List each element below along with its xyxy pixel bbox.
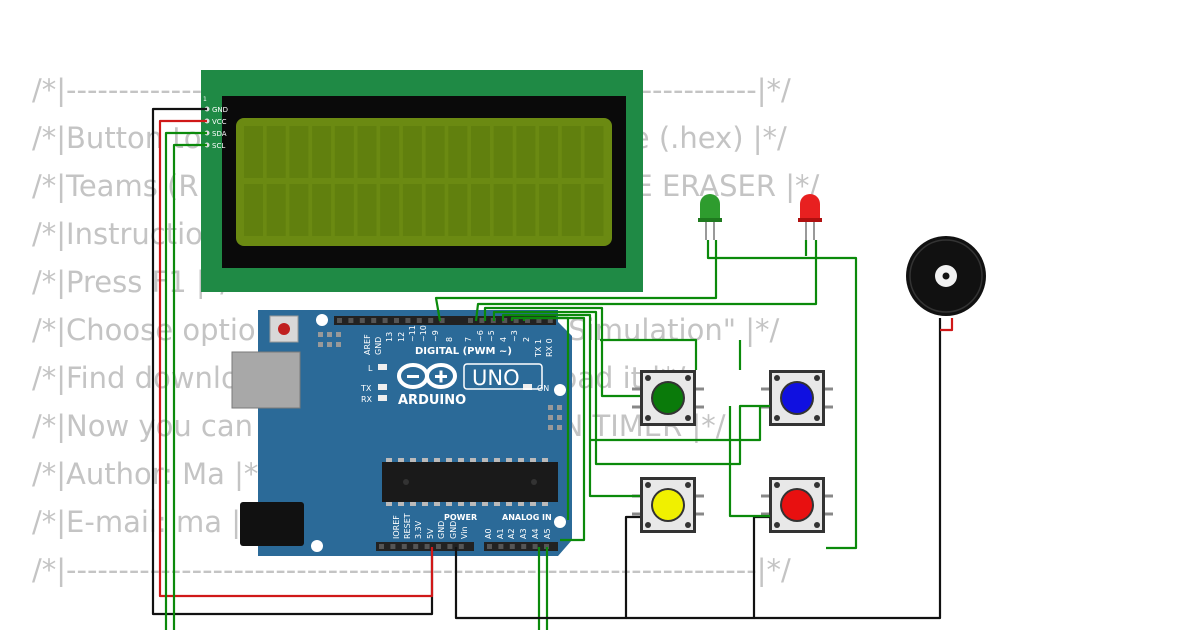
pin-label-8: 8	[445, 337, 454, 342]
pin-label-5: ~5	[487, 330, 496, 342]
pin-label-12: 12	[397, 332, 406, 342]
power-header-label: POWER	[444, 513, 477, 522]
lcd-pin-scl: SCL	[212, 142, 225, 150]
pin-label-gnd-1: GND	[437, 521, 446, 539]
comment-line: /*|E-mail: ma |*/	[32, 505, 266, 539]
pin-label-aref: AREF	[363, 334, 372, 355]
pin-label-9: ~9	[431, 330, 440, 342]
pin-label-a3: A3	[519, 528, 528, 539]
comment-line: /*|-------------------------------------…	[32, 553, 791, 587]
pin-label-tx1: TX 1	[534, 339, 543, 358]
pin-label-ioref: IOREF	[392, 515, 401, 539]
board-led-tx: TX	[360, 384, 372, 393]
pin-label-vin: Vin	[460, 526, 469, 539]
pin-label-6: ~6	[476, 330, 485, 342]
red-led[interactable]	[798, 194, 822, 240]
lcd-pin-sda: SDA	[212, 130, 227, 138]
board-led-rx: RX	[361, 395, 373, 404]
buzzer[interactable]	[906, 236, 986, 316]
lcd-display[interactable]	[201, 70, 643, 292]
pin-label-a1: A1	[496, 528, 505, 539]
pin-label-a4: A4	[531, 528, 540, 539]
pin-label-7: 7	[464, 337, 473, 342]
yellow-push-button[interactable]	[632, 477, 704, 533]
lcd-pin-gnd: GND	[212, 106, 228, 114]
board-model-label: UNO	[472, 366, 520, 390]
green-push-button[interactable]	[632, 370, 704, 426]
blue-push-button[interactable]	[761, 370, 833, 426]
pin-label-10: ~10	[419, 325, 428, 342]
pin-label-4: 4	[499, 337, 508, 342]
pin-label-a2: A2	[507, 528, 516, 539]
wiring	[151, 107, 954, 630]
pin-label-3: ~3	[510, 330, 519, 342]
board-led-l: L	[368, 364, 373, 373]
pin-label-gnd: GND	[374, 337, 383, 355]
pin-label-gnd-2: GND	[449, 521, 458, 539]
pin-label-11: ~11	[408, 325, 417, 342]
board-led-on: ON	[537, 384, 549, 393]
lcd-pin-vcc: VCC	[212, 118, 227, 126]
lcd-pin-number: 1	[203, 96, 207, 103]
pin-label-rx0: RX 0	[545, 338, 554, 357]
board-brand-label: ARDUINO	[398, 393, 466, 408]
pin-label-2: 2	[522, 337, 531, 342]
comment-line: /*|Author: Ma |*/	[32, 457, 269, 491]
comment-line: /*|Press F1 |*/	[32, 265, 230, 299]
lcd-character-grid	[244, 126, 604, 236]
digital-header-label: DIGITAL (PWM ~)	[415, 346, 512, 357]
pin-label-reset: RESET	[403, 513, 412, 539]
red-push-button[interactable]	[761, 477, 833, 533]
pin-label-a5: A5	[543, 528, 552, 539]
green-led[interactable]	[698, 194, 722, 240]
arduino-logo-icon	[397, 363, 457, 389]
pin-label-13: 13	[385, 332, 394, 342]
analog-header-label: ANALOG IN	[502, 513, 552, 522]
pin-label-a0: A0	[484, 528, 493, 539]
pin-label-5v: 5V	[426, 528, 435, 539]
pin-label-3v3: 3.3V	[414, 520, 423, 539]
arduino-uno-board[interactable]	[231, 310, 572, 556]
